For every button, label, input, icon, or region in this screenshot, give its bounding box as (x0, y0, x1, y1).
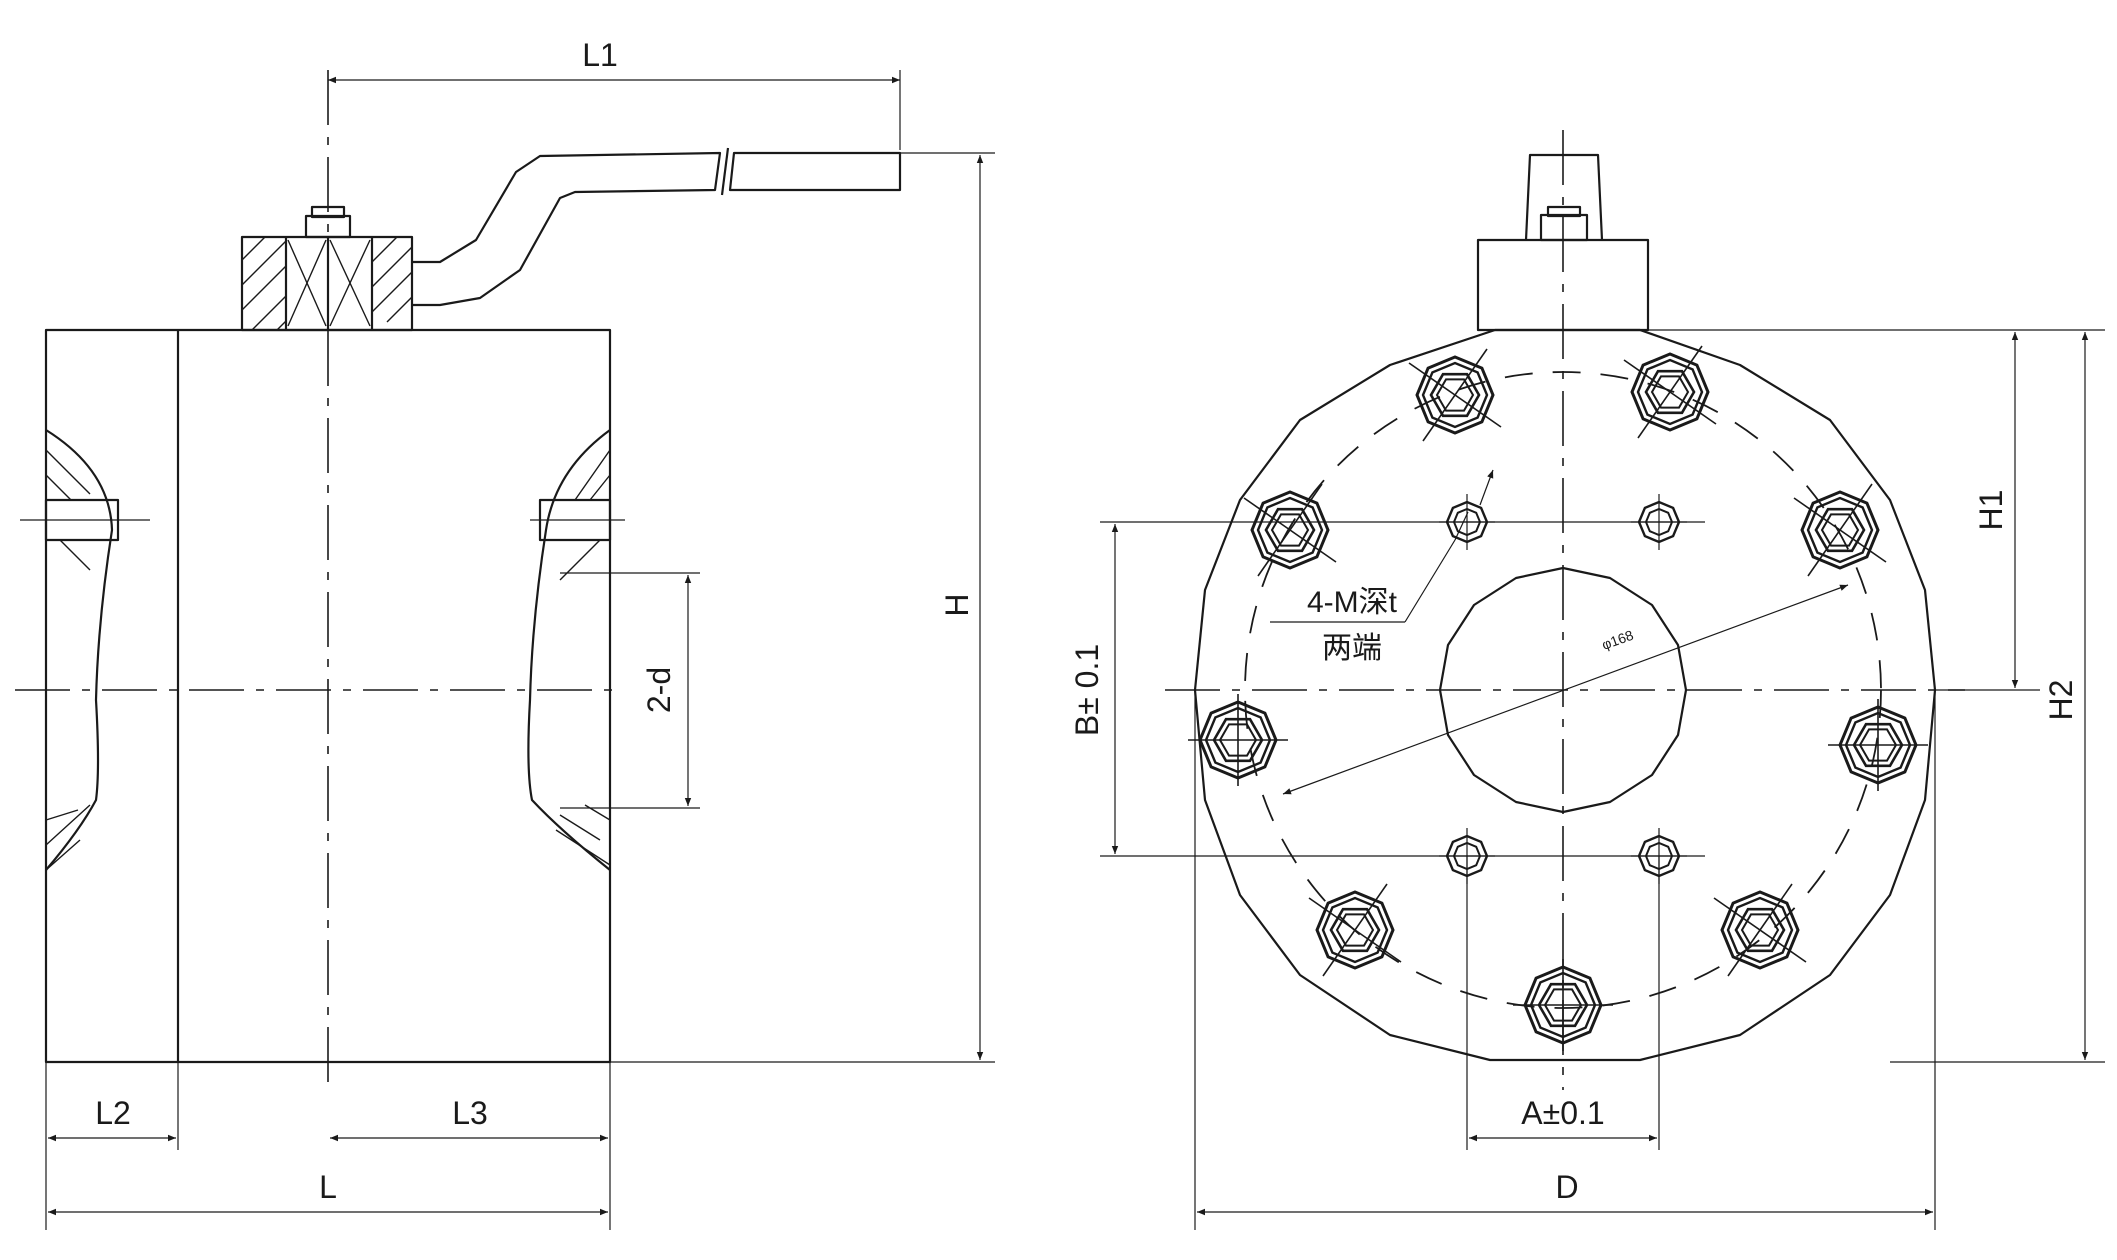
bolt-icon (1712, 882, 1808, 978)
bolt-icon (1792, 482, 1888, 578)
label-B: B± 0.1 (1069, 644, 1105, 736)
dimension-H1-H2: H1 H2 (1648, 329, 2105, 1063)
dimension-D: D (1194, 690, 1936, 1230)
thread-callout: 4-M深t 两端 (1270, 469, 1494, 665)
flange-bolts (1188, 344, 1928, 1053)
label-H: H (939, 593, 975, 616)
side-view: L1 H 2-d L2 L3 L (15, 37, 995, 1230)
side-view-body (20, 147, 902, 1064)
bolt-icon (1828, 697, 1928, 793)
bolt-icon (1622, 344, 1718, 440)
label-L: L (319, 1169, 337, 1205)
flange-outline (1193, 328, 1937, 1062)
label-L1: L1 (582, 37, 618, 73)
label-A: A±0.1 (1521, 1095, 1604, 1131)
bolt-icon (1407, 347, 1503, 443)
label-L2: L2 (95, 1095, 131, 1131)
dimension-H: H (610, 152, 995, 1063)
dimension-B: B± 0.1 (1069, 524, 1119, 854)
threaded-holes (1100, 492, 1705, 1150)
dimension-2d: 2-d (560, 572, 700, 809)
front-view: φ168 (1069, 130, 2105, 1230)
label-thread-callout: 4-M深t (1307, 586, 1398, 619)
label-bore: φ168 (1600, 627, 1636, 653)
label-L3: L3 (452, 1095, 488, 1131)
label-H1: H1 (1973, 490, 2009, 531)
dimension-L1: L1 (328, 37, 901, 150)
dimension-L2-L3-L: L2 L3 L (45, 1062, 611, 1230)
label-H2: H2 (2043, 680, 2079, 721)
bolt-icon (1513, 957, 1613, 1053)
label-2d: 2-d (641, 667, 677, 713)
label-D: D (1555, 1169, 1578, 1205)
dimension-A: A±0.1 (1469, 1095, 1657, 1142)
bolt-icon (1242, 482, 1338, 578)
label-thread-callout-sub: 两端 (1322, 632, 1382, 665)
